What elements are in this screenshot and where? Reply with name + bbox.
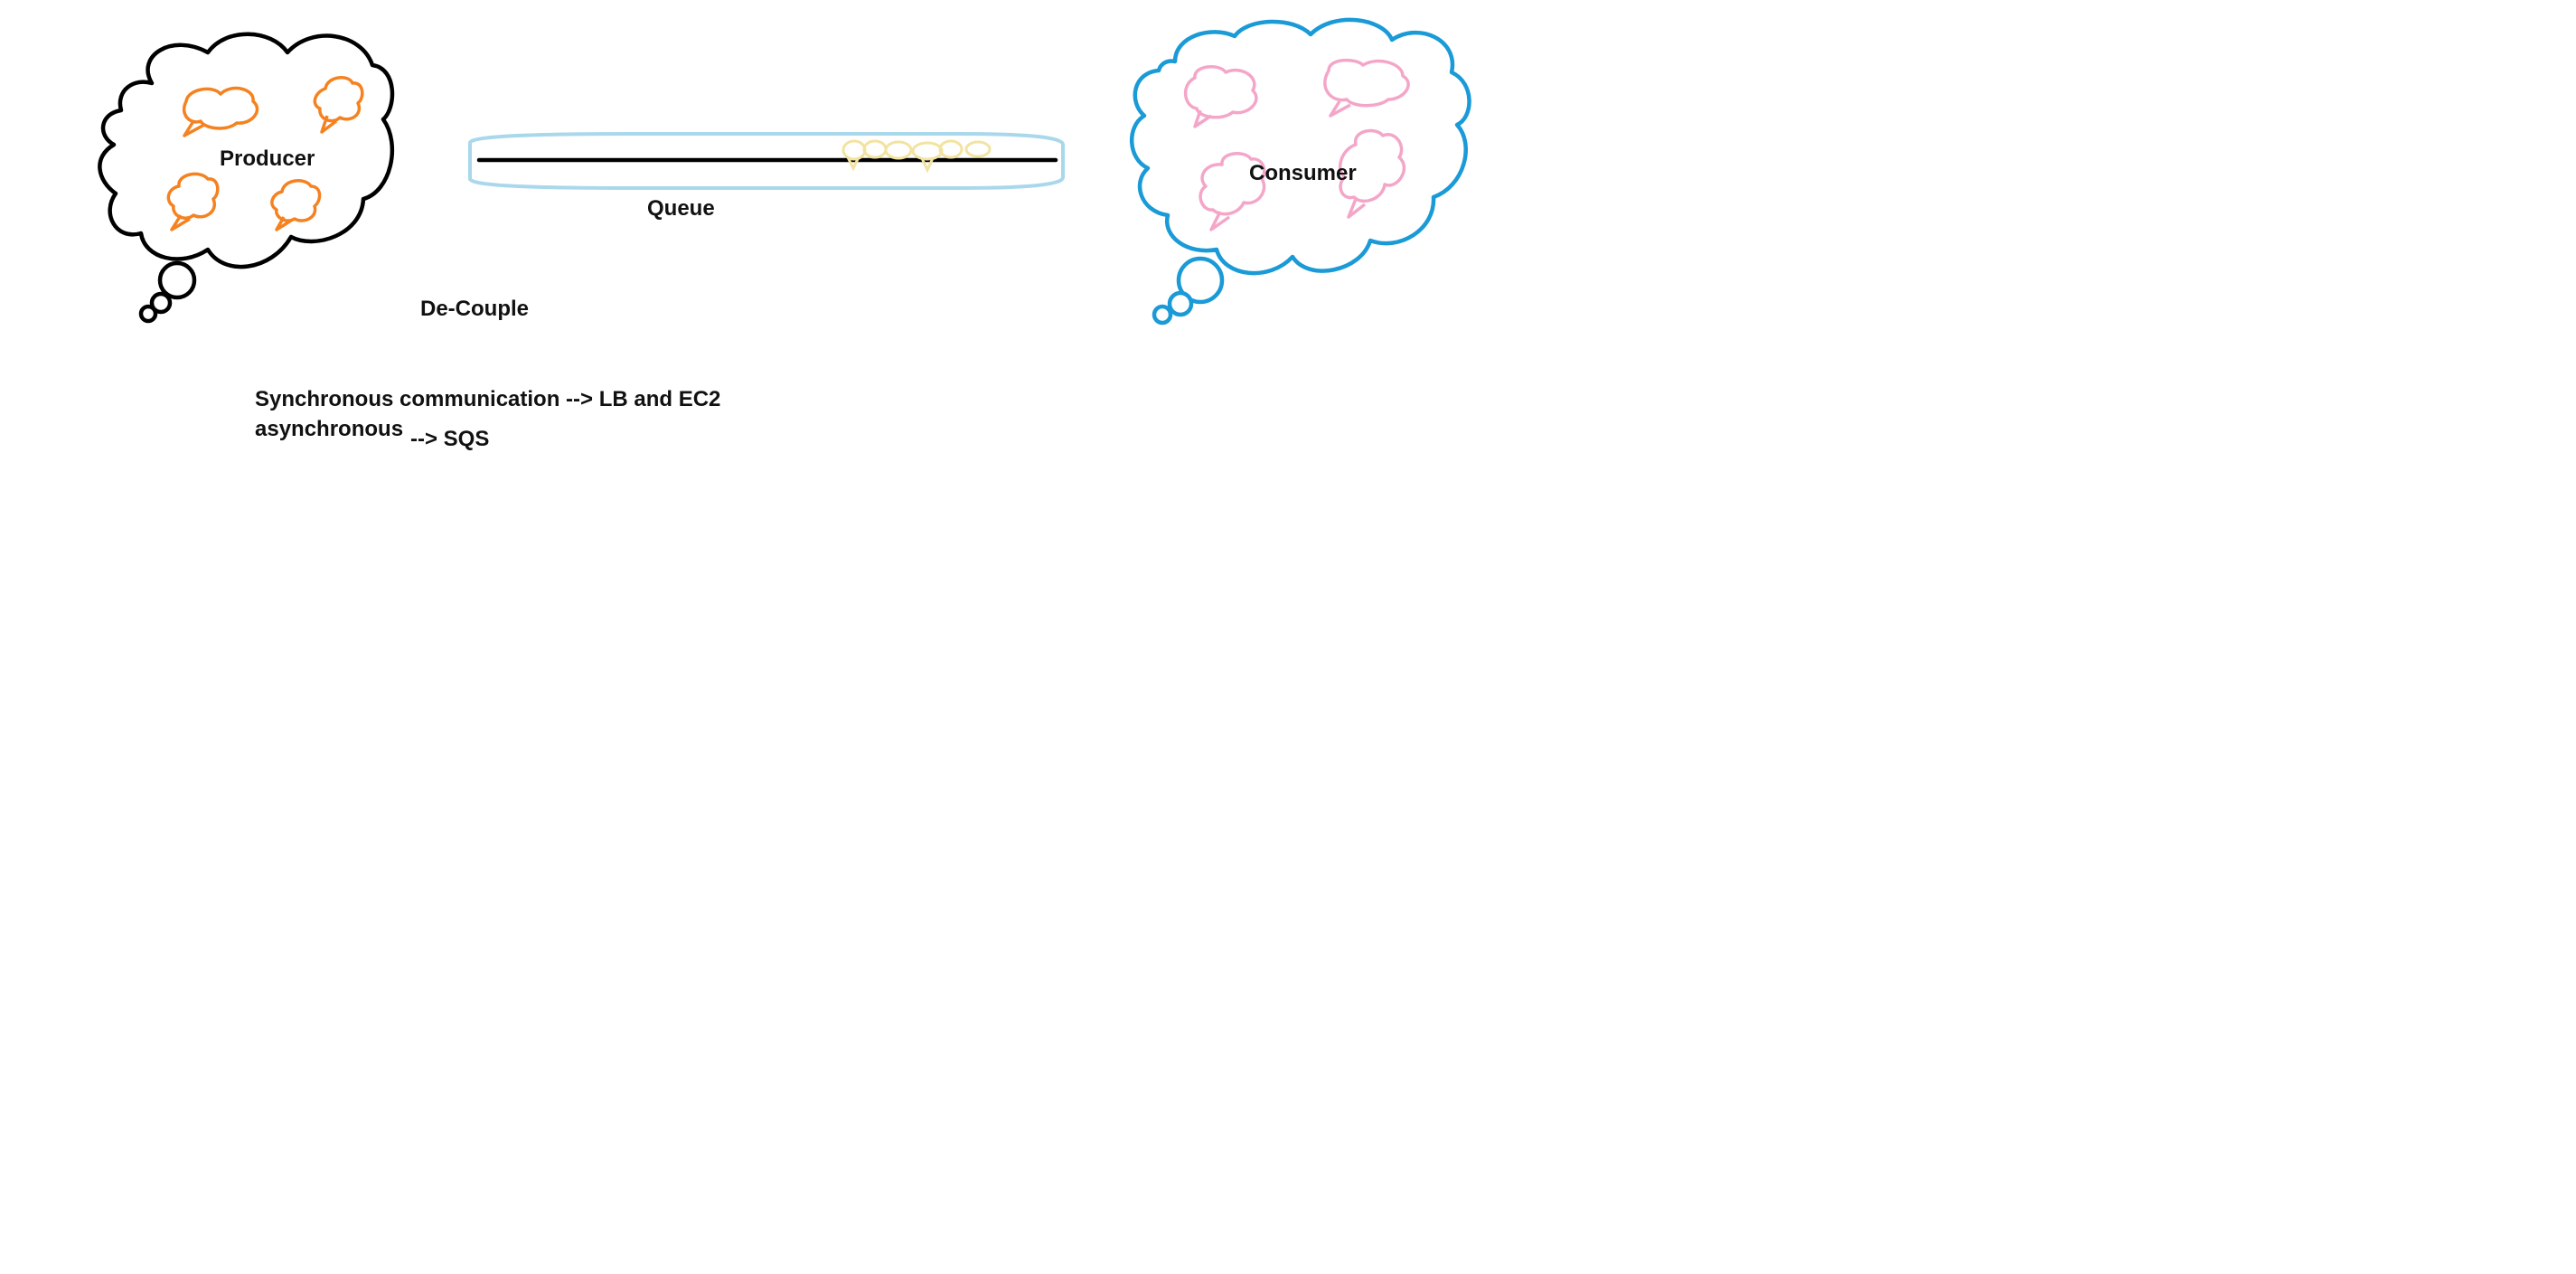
queue-message <box>964 140 992 158</box>
consumer-label: Consumer <box>1249 161 1357 185</box>
producer-message <box>166 172 220 231</box>
queue-message <box>884 140 913 160</box>
consumer-cloud <box>1130 17 1471 326</box>
producer-message <box>270 179 322 231</box>
consumer-messages <box>1184 58 1410 231</box>
async-note: asynchronous <box>255 417 404 441</box>
queue-message <box>938 139 964 159</box>
queue-label: Queue <box>647 196 715 221</box>
decouple-label: De-Couple <box>420 297 529 321</box>
producer-message <box>182 86 259 137</box>
consumer-message <box>1339 128 1406 219</box>
consumer-message <box>1184 65 1258 128</box>
consumer-message <box>1199 152 1266 231</box>
queue-message <box>911 141 944 161</box>
producer-cloud <box>98 32 395 324</box>
async-target-note: --> SQS <box>410 427 490 451</box>
consumer-message <box>1323 58 1410 118</box>
queue-tube <box>468 132 1065 190</box>
sync-note: Synchronous communication --> LB and EC2 <box>255 387 721 411</box>
producer-label: Producer <box>220 146 315 171</box>
queue-messages <box>841 139 992 174</box>
queue-message <box>841 139 867 161</box>
producer-messages <box>166 76 364 231</box>
producer-message <box>313 76 364 134</box>
queue-message <box>862 139 888 159</box>
